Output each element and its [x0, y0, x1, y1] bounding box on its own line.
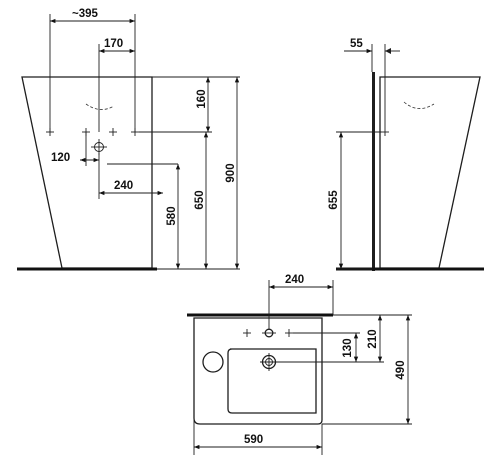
side-bowl-hidden-line: [403, 101, 435, 109]
front-waste-symbol: [91, 139, 107, 155]
front-pedestal-outline: [21, 76, 153, 269]
dim-text-650: 650: [194, 190, 206, 209]
front-bowl-hidden-line: [85, 103, 115, 110]
top-basin-outline: [193, 317, 323, 425]
front-tap-marks: [46, 128, 139, 136]
dim-text-490: 490: [395, 360, 407, 379]
dim-text-120: 120: [51, 152, 70, 164]
side-view: 55 655: [328, 38, 484, 271]
dim-text-395: ~395: [72, 8, 99, 20]
top-overflow-circle: [202, 351, 224, 373]
dim-text-170: 170: [104, 38, 123, 50]
top-view: 240 130 210 490 590: [187, 274, 412, 455]
dim-text-130: 130: [342, 338, 354, 357]
dim-text-240-top: 240: [285, 274, 304, 286]
dim-text-900: 900: [225, 163, 237, 182]
dim-text-160: 160: [196, 89, 208, 108]
dim-text-580: 580: [166, 206, 178, 225]
dim-text-655: 655: [328, 190, 340, 210]
front-view: ~395 170 120 240 580 650 160 900: [17, 8, 240, 271]
top-bowl-outline: [227, 348, 317, 414]
dim-text-240-front: 240: [114, 180, 133, 192]
dim-text-210: 210: [367, 329, 379, 348]
top-tap-marks: [243, 329, 293, 337]
side-pedestal-outline: [379, 76, 481, 269]
dim-text-590: 590: [244, 434, 263, 446]
dim-text-55: 55: [350, 38, 363, 50]
side-wall: [372, 72, 375, 271]
